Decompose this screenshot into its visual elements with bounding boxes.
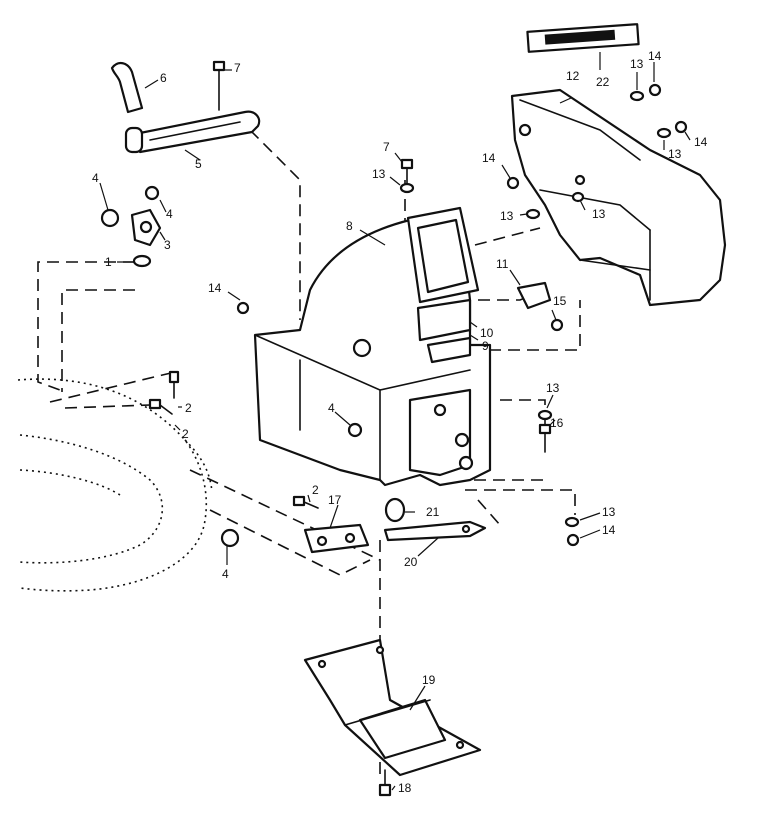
callout-13c: 13 — [668, 147, 682, 161]
callout-4a: 4 — [92, 171, 99, 185]
callout-20: 20 — [404, 555, 418, 569]
part-2-bolt-c — [292, 495, 319, 509]
part-4-nut-deck — [220, 528, 240, 548]
callout-13f: 13 — [546, 381, 560, 395]
part-11-clip — [516, 281, 552, 310]
callout-7b: 7 — [383, 140, 390, 154]
callout-18: 18 — [398, 781, 412, 795]
part-3-clamp — [130, 208, 162, 247]
callout-10: 10 — [480, 326, 494, 340]
mower-deck-outline — [17, 378, 213, 592]
part-7-bolt-center — [400, 158, 414, 186]
part-7-bolt-top — [212, 60, 226, 111]
part-12-shield-cover — [510, 88, 727, 307]
callout-2c: 2 — [312, 483, 319, 497]
callout-5: 5 — [195, 157, 202, 171]
callout-13d: 13 — [500, 209, 514, 223]
part-1-washer — [132, 254, 152, 268]
hardware-washers-nuts — [236, 83, 688, 547]
callout-13b: 13 — [630, 57, 644, 71]
part-20-pin — [383, 520, 487, 542]
callout-2b: 2 — [182, 427, 189, 441]
callout-8: 8 — [346, 219, 353, 233]
callout-3: 3 — [164, 238, 171, 252]
callout-12: 12 — [566, 69, 580, 83]
callout-leaders — [99, 52, 691, 791]
callout-16: 16 — [550, 416, 564, 430]
part-2-bolt-b — [148, 398, 173, 415]
part-4-nut-clamp — [144, 185, 160, 201]
callout-1: 1 — [105, 255, 112, 269]
part-2-bolt-a — [168, 370, 180, 399]
part-18-bolt — [378, 769, 392, 797]
part-16-bolt — [538, 423, 552, 453]
callout-2a: 2 — [185, 401, 192, 415]
callout-21: 21 — [426, 505, 440, 519]
part-5-lever-arm — [124, 110, 261, 154]
callout-19: 19 — [422, 673, 436, 687]
part-21-collar — [384, 497, 406, 523]
part-17-bracket — [303, 523, 370, 554]
callout-14b: 14 — [694, 135, 708, 149]
callout-14a: 14 — [648, 49, 662, 63]
part-19-skid-plate — [303, 638, 482, 777]
part-22-decal — [526, 23, 640, 53]
callout-4b: 4 — [166, 207, 173, 221]
callout-13a: 13 — [372, 167, 386, 181]
callout-14e: 14 — [602, 523, 616, 537]
callout-13e: 13 — [592, 207, 606, 221]
callout-22: 22 — [596, 75, 610, 89]
callout-15: 15 — [553, 294, 567, 308]
part-15-screw — [550, 318, 564, 332]
callout-6: 6 — [160, 71, 167, 85]
callout-17: 17 — [328, 493, 342, 507]
callout-11: 11 — [496, 257, 509, 271]
callout-9: 9 — [482, 339, 489, 353]
callout-4c: 4 — [328, 401, 335, 415]
part-8-main-housing — [253, 206, 492, 487]
callout-13g: 13 — [602, 505, 616, 519]
callout-4d: 4 — [222, 567, 229, 581]
callout-14d: 14 — [208, 281, 222, 295]
part-4-nut-left — [100, 208, 120, 228]
callout-labels: 1 2 2 2 3 4 4 4 4 5 6 7 7 8 9 10 11 12 1… — [92, 49, 708, 795]
part-6-grip — [110, 62, 144, 114]
callout-14c: 14 — [482, 151, 496, 165]
callout-7a: 7 — [234, 61, 241, 75]
